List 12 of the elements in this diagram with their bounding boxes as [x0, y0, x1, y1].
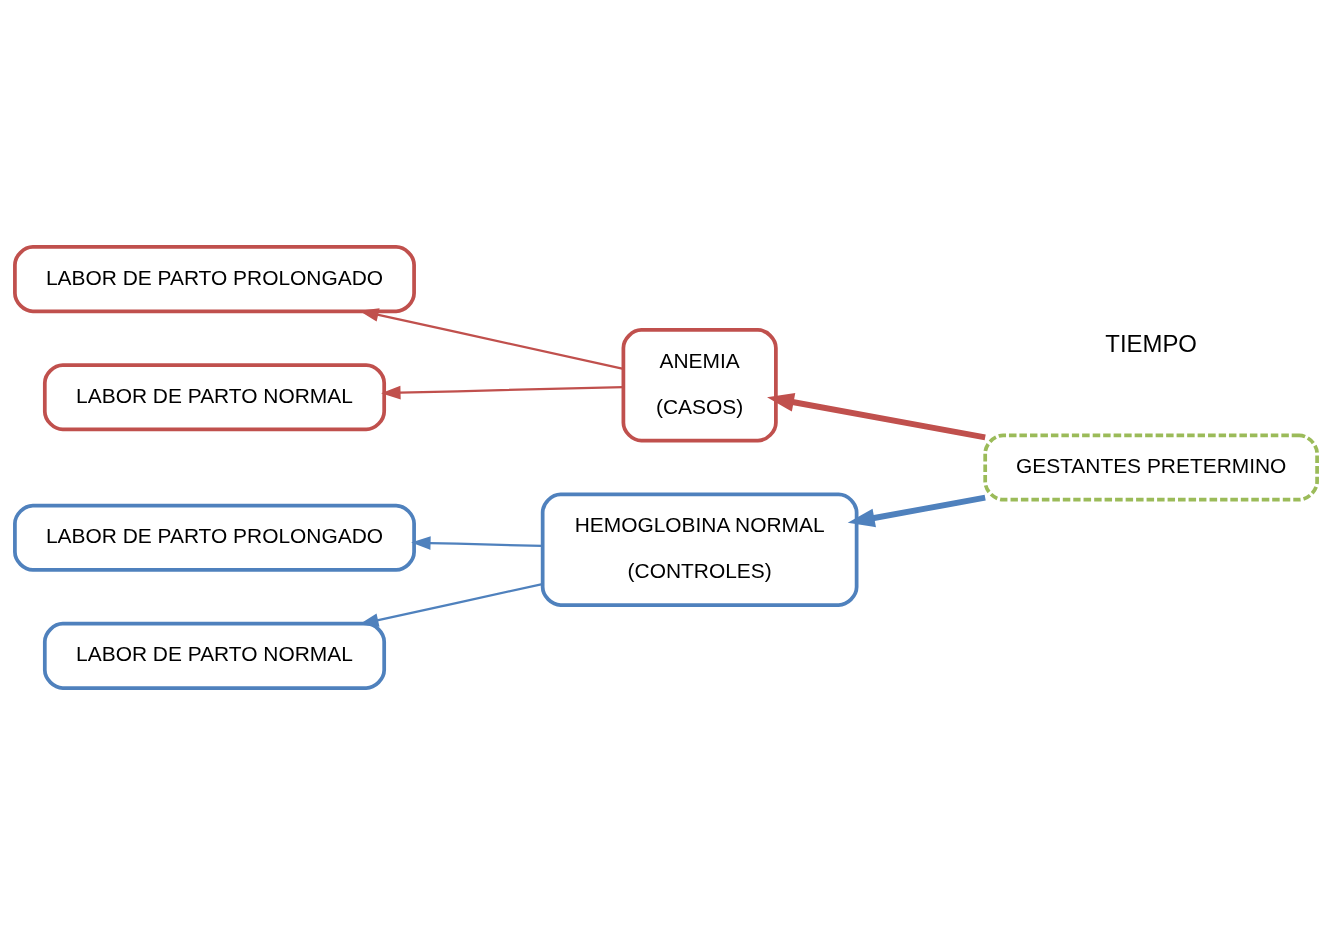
node-box: LABOR DE PARTO NORMAL [42, 621, 387, 690]
node-box: ANEMIA (CASOS) [621, 328, 778, 443]
arrow [381, 385, 624, 400]
node-box: HEMOGLOBINA NORMAL (CONTROLES) [540, 492, 859, 607]
arrow [847, 494, 986, 528]
node-box: GESTANTES PRETERMINO [983, 433, 1319, 502]
node-box: LABOR DE PARTO PROLONGADO [13, 245, 416, 314]
arrow [767, 392, 986, 441]
arrow [411, 536, 543, 550]
node-box: LABOR DE PARTO NORMAL [42, 363, 387, 432]
node-box: LABOR DE PARTO PROLONGADO [13, 503, 416, 572]
label: TIEMPO [1105, 330, 1197, 358]
